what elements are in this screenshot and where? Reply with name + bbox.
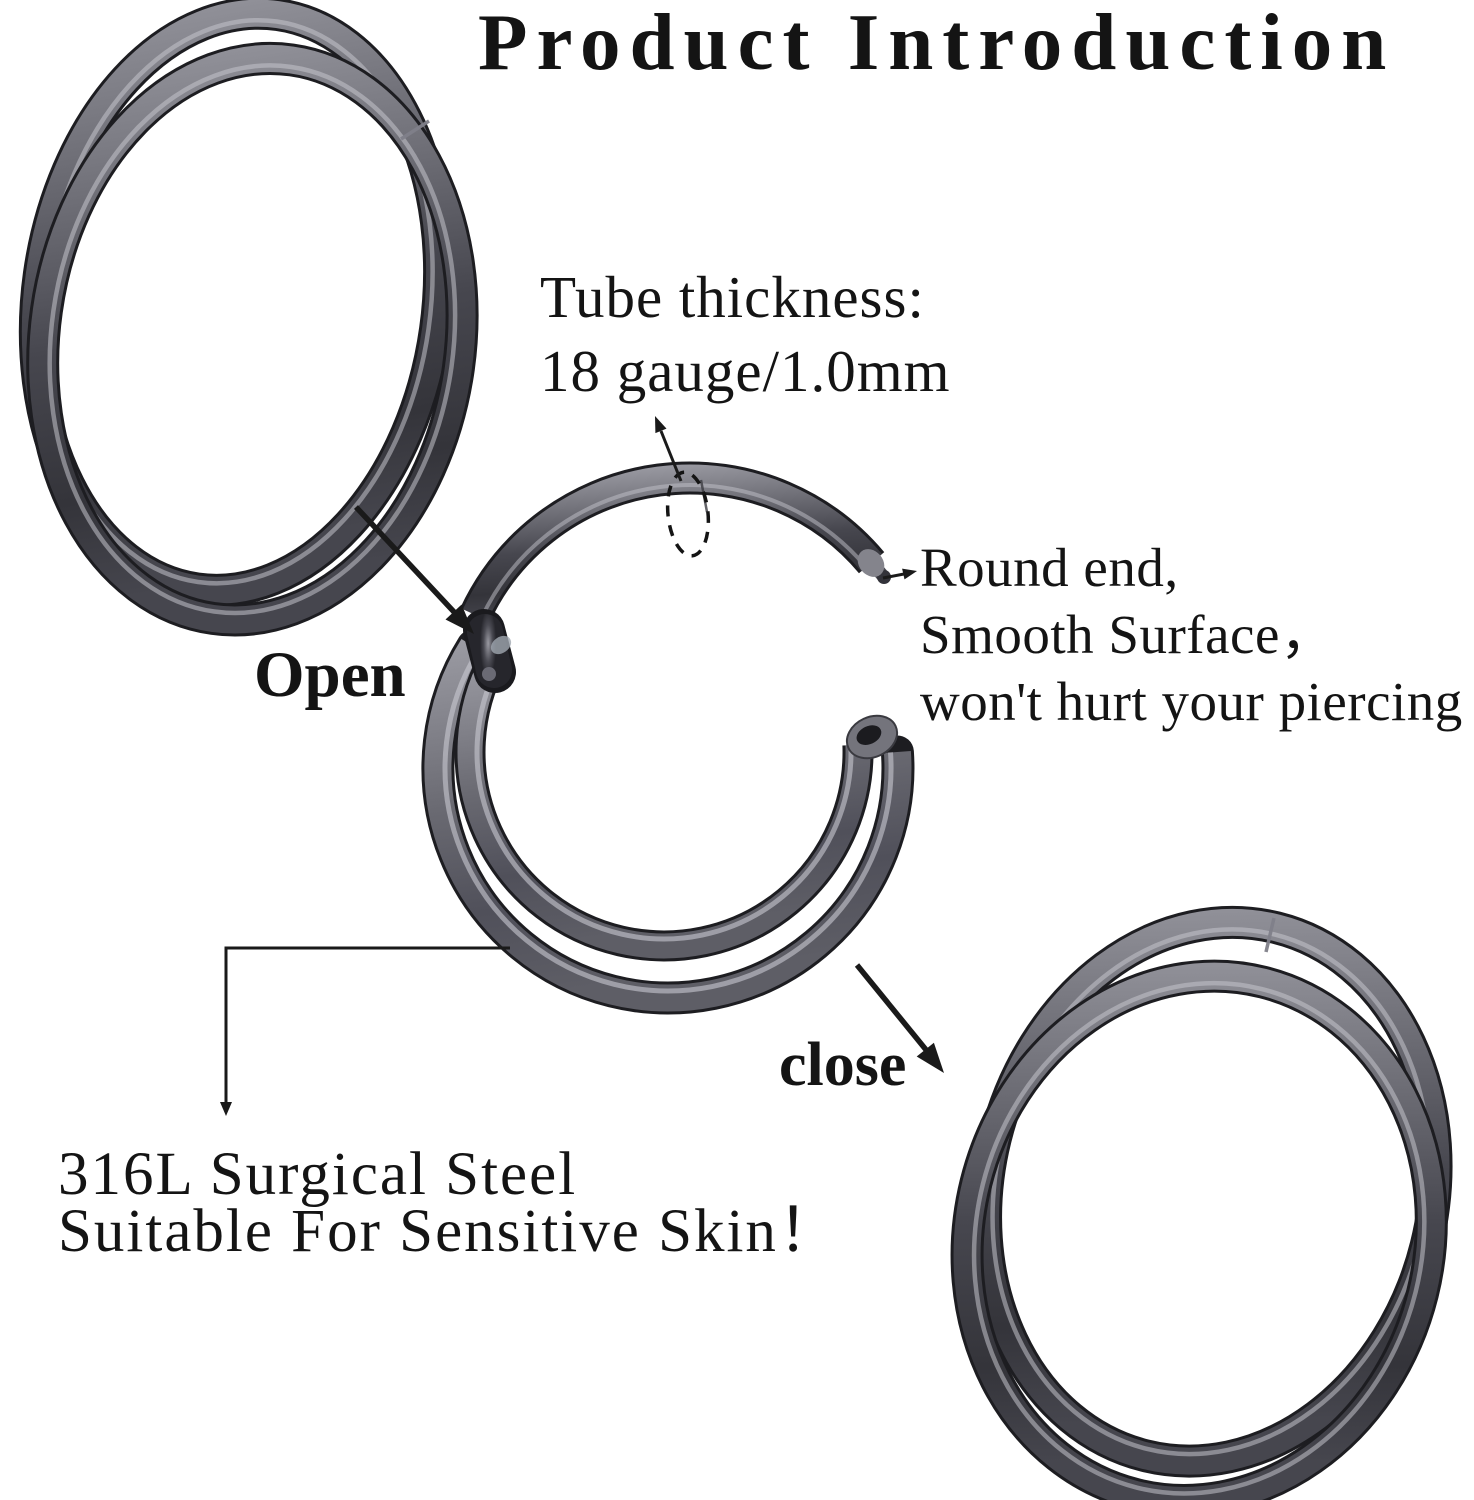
close-arrow — [854, 963, 944, 1073]
annotation-lines — [220, 416, 944, 1116]
tube-thickness-arrow — [655, 416, 683, 482]
hinge — [463, 609, 516, 693]
close-label: close — [779, 1031, 907, 1099]
round-end-line1: Round end, — [920, 537, 1179, 598]
ring-open-center — [421, 461, 915, 1015]
open-arrow — [353, 505, 474, 634]
round-end-line3: won't hurt your piercing — [920, 671, 1463, 732]
round-end-arrow — [882, 568, 917, 580]
ring-closed-top-left — [18, 0, 479, 637]
hollow-tube-end — [845, 714, 899, 760]
tube-thickness-line2: 18 gauge/1.0mm — [540, 338, 951, 404]
page-title: Product Introduction — [478, 0, 1396, 87]
material-note: 316L Surgical Steel Suitable For Sensiti… — [58, 1141, 841, 1265]
material-line2: Suitable For Sensitive Skin！ — [58, 1198, 841, 1265]
material-connector-arrow — [220, 946, 510, 1116]
round-end-note: Round end, Smooth Surface， won't hurt yo… — [920, 534, 1463, 735]
material-line1: 316L Surgical Steel — [58, 1141, 578, 1208]
pin-end — [857, 549, 891, 584]
ring-closed-bottom-right — [950, 905, 1453, 1500]
round-end-line2: Smooth Surface， — [920, 604, 1336, 665]
tube-thickness-dashed-ellipse — [665, 470, 711, 558]
tube-thickness-note: Tube thickness: 18 gauge/1.0mm — [540, 260, 951, 408]
open-label: Open — [254, 639, 406, 711]
tube-thickness-line1: Tube thickness: — [540, 264, 925, 330]
